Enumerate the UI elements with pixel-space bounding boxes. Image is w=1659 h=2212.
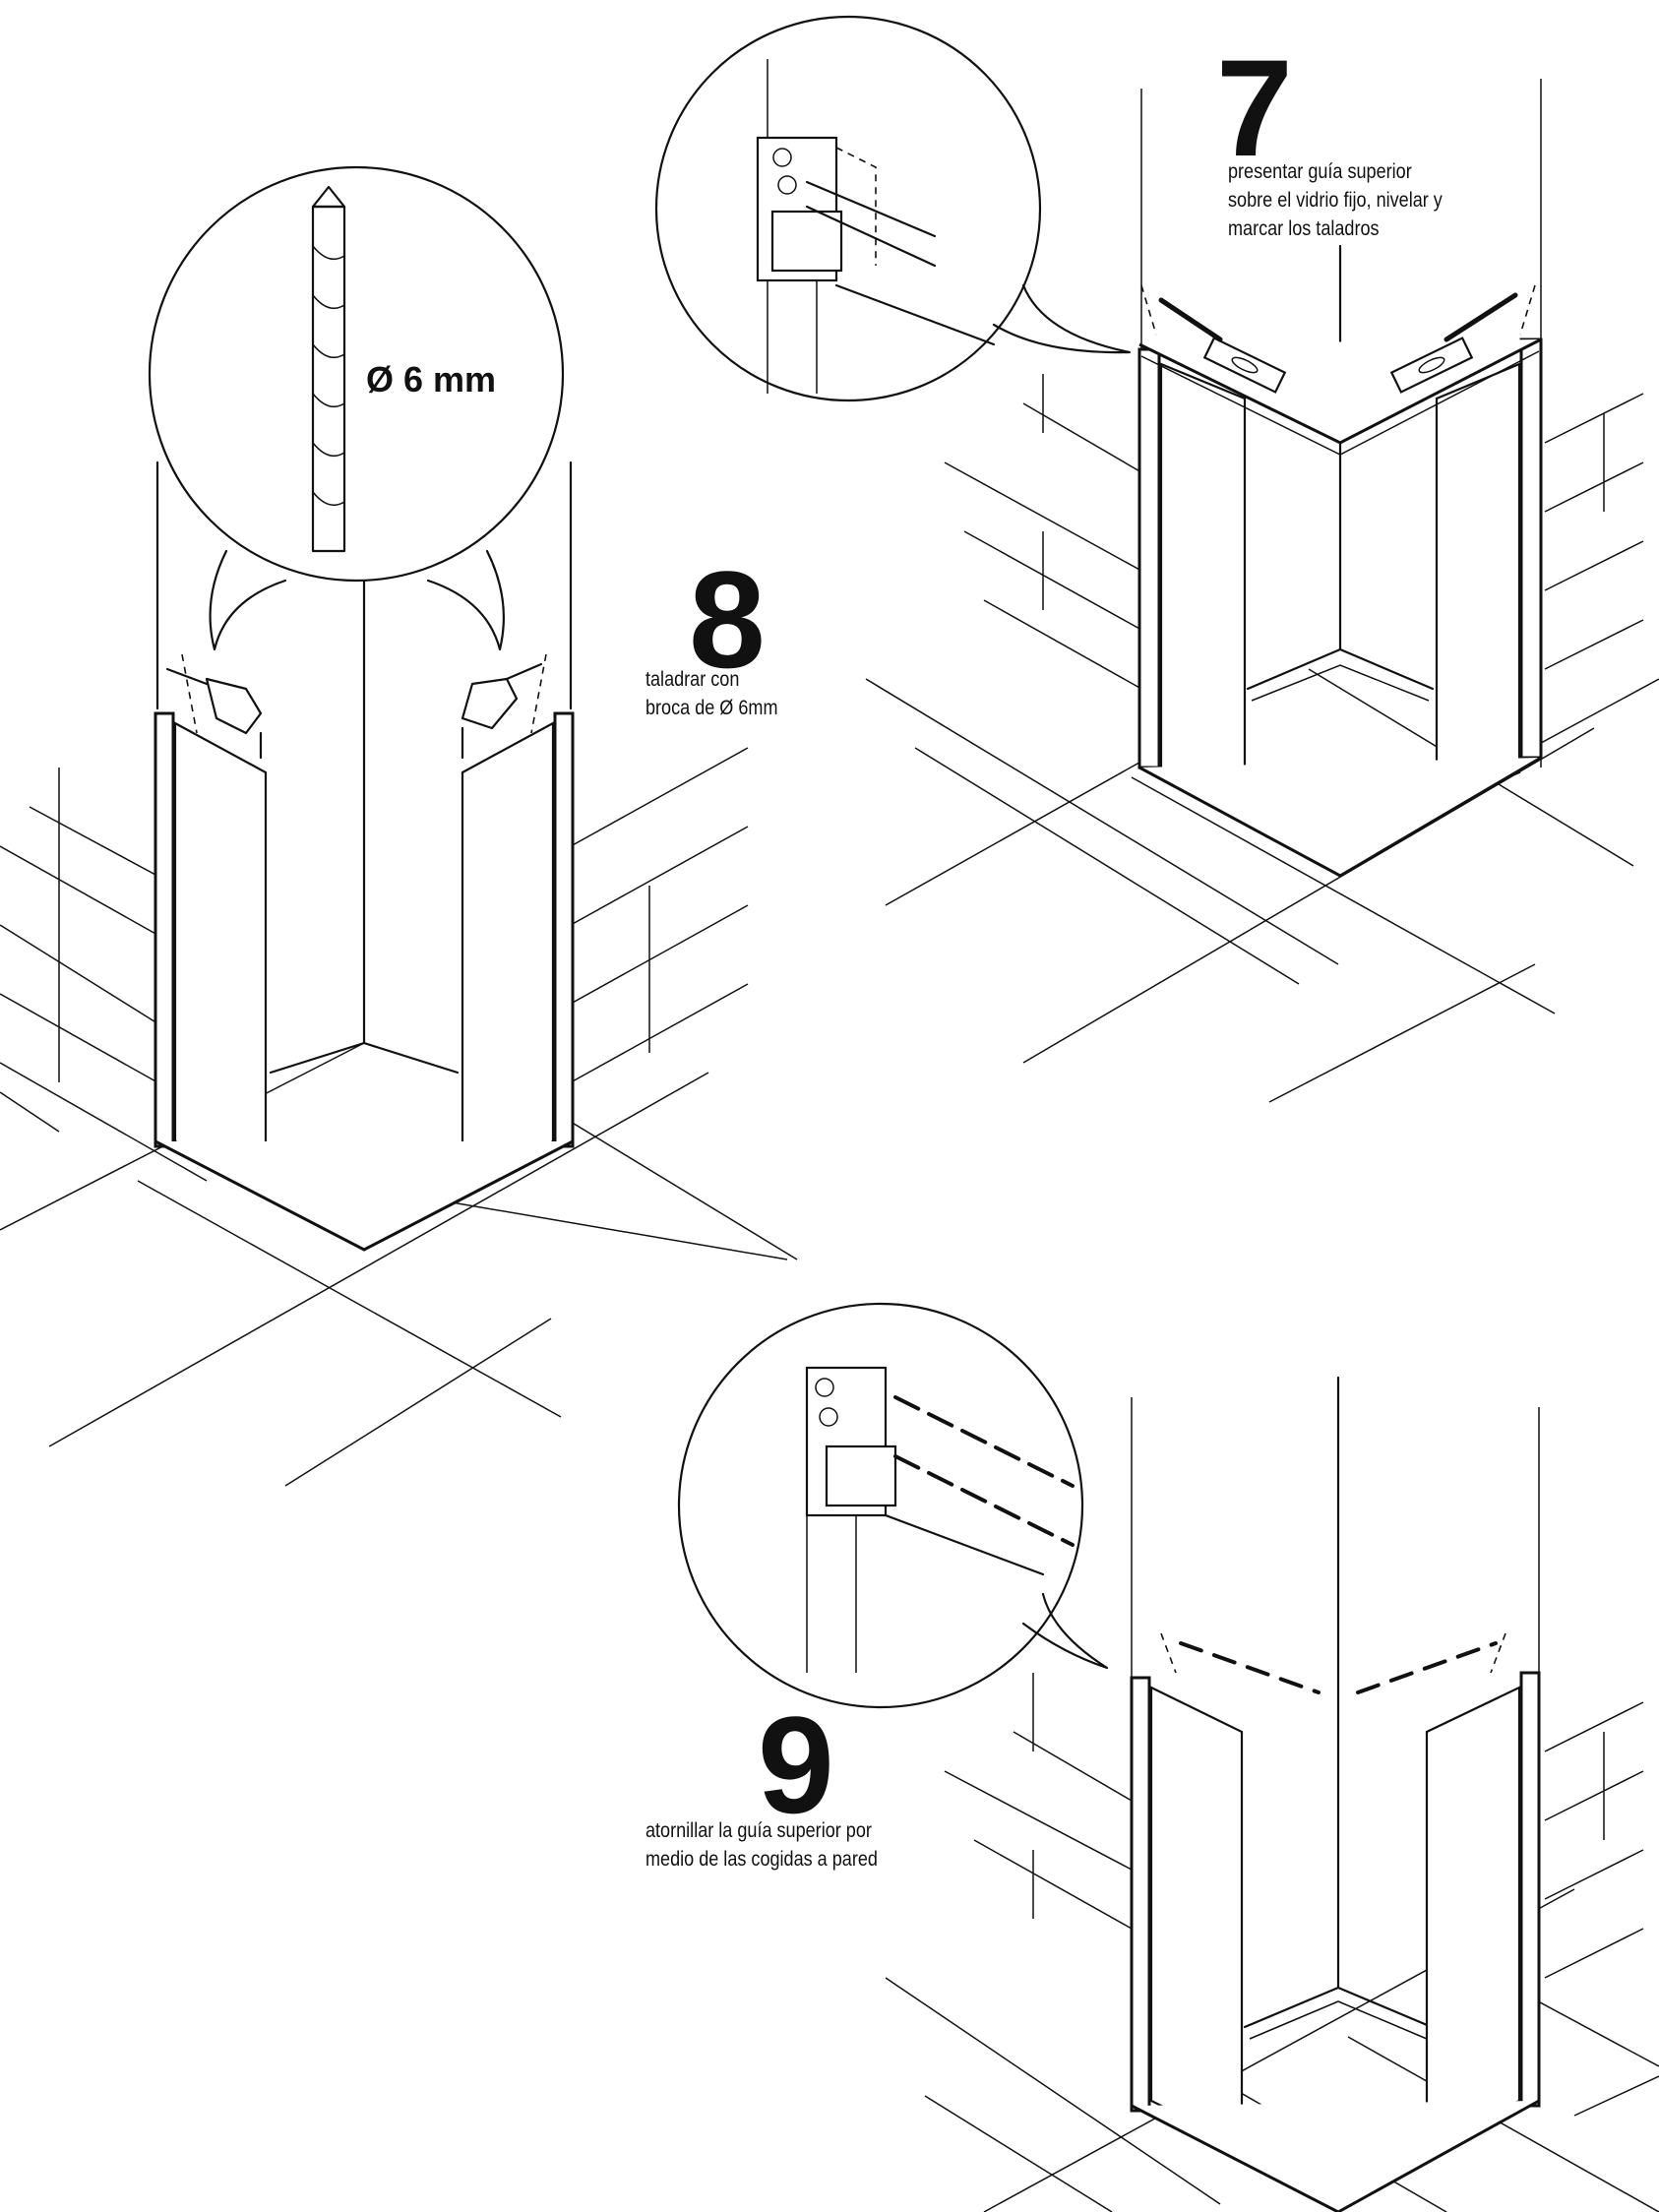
drill-bit-icon	[311, 185, 346, 553]
step-8-floor-grid	[0, 1042, 798, 1487]
step-8-number: 8	[689, 542, 766, 697]
step-7-number: 7	[1216, 31, 1293, 185]
step-9-detail-magnifier	[677, 1302, 1109, 1709]
step-7-instruction: presentar guía superior sobre el vidrio …	[1228, 160, 1443, 240]
drill-right	[461, 653, 547, 760]
step-7-right-wall-bricks	[1540, 79, 1644, 768]
step-9-left-wall-bricks	[944, 1397, 1133, 2066]
spirit-level-left	[1202, 337, 1287, 394]
step-9-right-wall-bricks	[1538, 1407, 1644, 2047]
spirit-level-right	[1389, 337, 1474, 394]
drill-left	[165, 653, 263, 760]
step-9-instruction: atornillar la guía superior por medio de…	[645, 1819, 878, 1871]
step-8-right-wall-bricks	[570, 747, 749, 1083]
step-7-left-wall-bricks	[944, 89, 1142, 768]
step-8-instruction: taladrar con broca de Ø 6mm	[645, 668, 778, 719]
step-7-illustration	[654, 15, 1659, 1103]
drill-bit-size-label: Ø 6 mm	[366, 359, 497, 399]
step-8-left-wall-bricks	[0, 768, 158, 1133]
step-9-illustration	[677, 1302, 1659, 2212]
step-8-detail-magnifier	[148, 165, 565, 651]
step-8-illustration	[0, 165, 798, 1487]
step-9-number: 9	[758, 1688, 834, 1842]
step-7-detail-magnifier	[654, 15, 1132, 402]
